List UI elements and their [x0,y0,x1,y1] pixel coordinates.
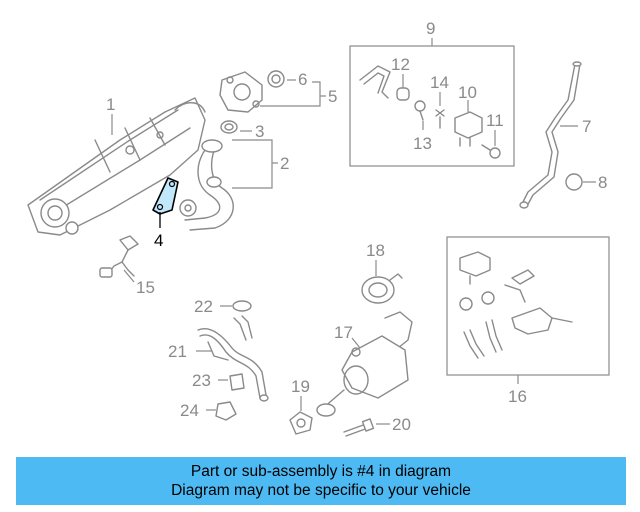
callout-12: 12 [391,55,410,74]
part-22-clamp[interactable] [232,300,253,341]
callout-22: 22 [194,297,213,316]
part-14-bolt[interactable] [435,109,445,129]
part-13-bolt[interactable] [414,100,426,121]
part-12-grommet[interactable] [396,87,410,101]
part-17-converter[interactable] [316,311,413,417]
sub-assembly-9-box [349,45,515,167]
part-7-tube[interactable] [519,61,582,209]
callout-2: 2 [280,154,289,173]
part-8-cap[interactable] [565,173,583,191]
callout-6: 6 [298,70,307,89]
banner-line-1: Part or sub-assembly is #4 in diagram [190,463,452,480]
part-23-bracket[interactable] [229,373,245,391]
info-banner: Part or sub-assembly is #4 in diagram Di… [16,457,626,505]
part-9-hose[interactable] [359,65,391,99]
callout-23: 23 [192,371,211,390]
callout-18: 18 [366,241,385,260]
callout-9: 9 [426,19,435,38]
callout-15: 15 [136,278,155,297]
exploded-parts-diagram: 1 2 3 4 6 5 9 [27,19,610,437]
part-3-clamp[interactable] [220,120,238,134]
part-6-gasket[interactable] [267,70,285,88]
callout-7: 7 [582,117,591,136]
callout-13: 13 [413,134,432,153]
part-15-sensor[interactable] [99,235,139,278]
callout-3: 3 [255,122,264,141]
part-24-bracket[interactable] [215,401,237,421]
callout-10: 10 [458,83,477,102]
callout-4: 4 [154,231,163,250]
part-16-sensor-kit[interactable] [459,251,573,359]
part-5-egr-valve[interactable] [219,71,263,113]
callout-19: 19 [291,377,310,396]
callout-1: 1 [106,95,115,114]
callout-24: 24 [180,401,199,420]
callout-21: 21 [168,342,187,361]
part-4-gasket[interactable] [152,177,179,215]
part-21-tube[interactable] [197,328,269,402]
sub-assembly-16-box [446,236,610,376]
callout-20: 20 [392,415,411,434]
callout-17: 17 [334,323,353,342]
callout-5: 5 [328,87,337,106]
part-18-ring[interactable] [361,273,403,304]
callout-14: 14 [430,73,449,92]
part-11-bolt[interactable] [481,144,501,159]
callout-11: 11 [486,111,504,130]
part-10-pressure-sensor[interactable] [454,111,483,147]
part-19-gasket[interactable] [289,411,313,435]
banner-line-2: Diagram may not be specific to your vehi… [171,482,471,499]
part-20-stud[interactable] [343,418,375,437]
callout-8: 8 [598,173,607,192]
callout-16: 16 [508,387,527,406]
part-1-egr-cooler[interactable] [27,97,206,236]
part-2-egr-pipe[interactable] [179,139,234,231]
